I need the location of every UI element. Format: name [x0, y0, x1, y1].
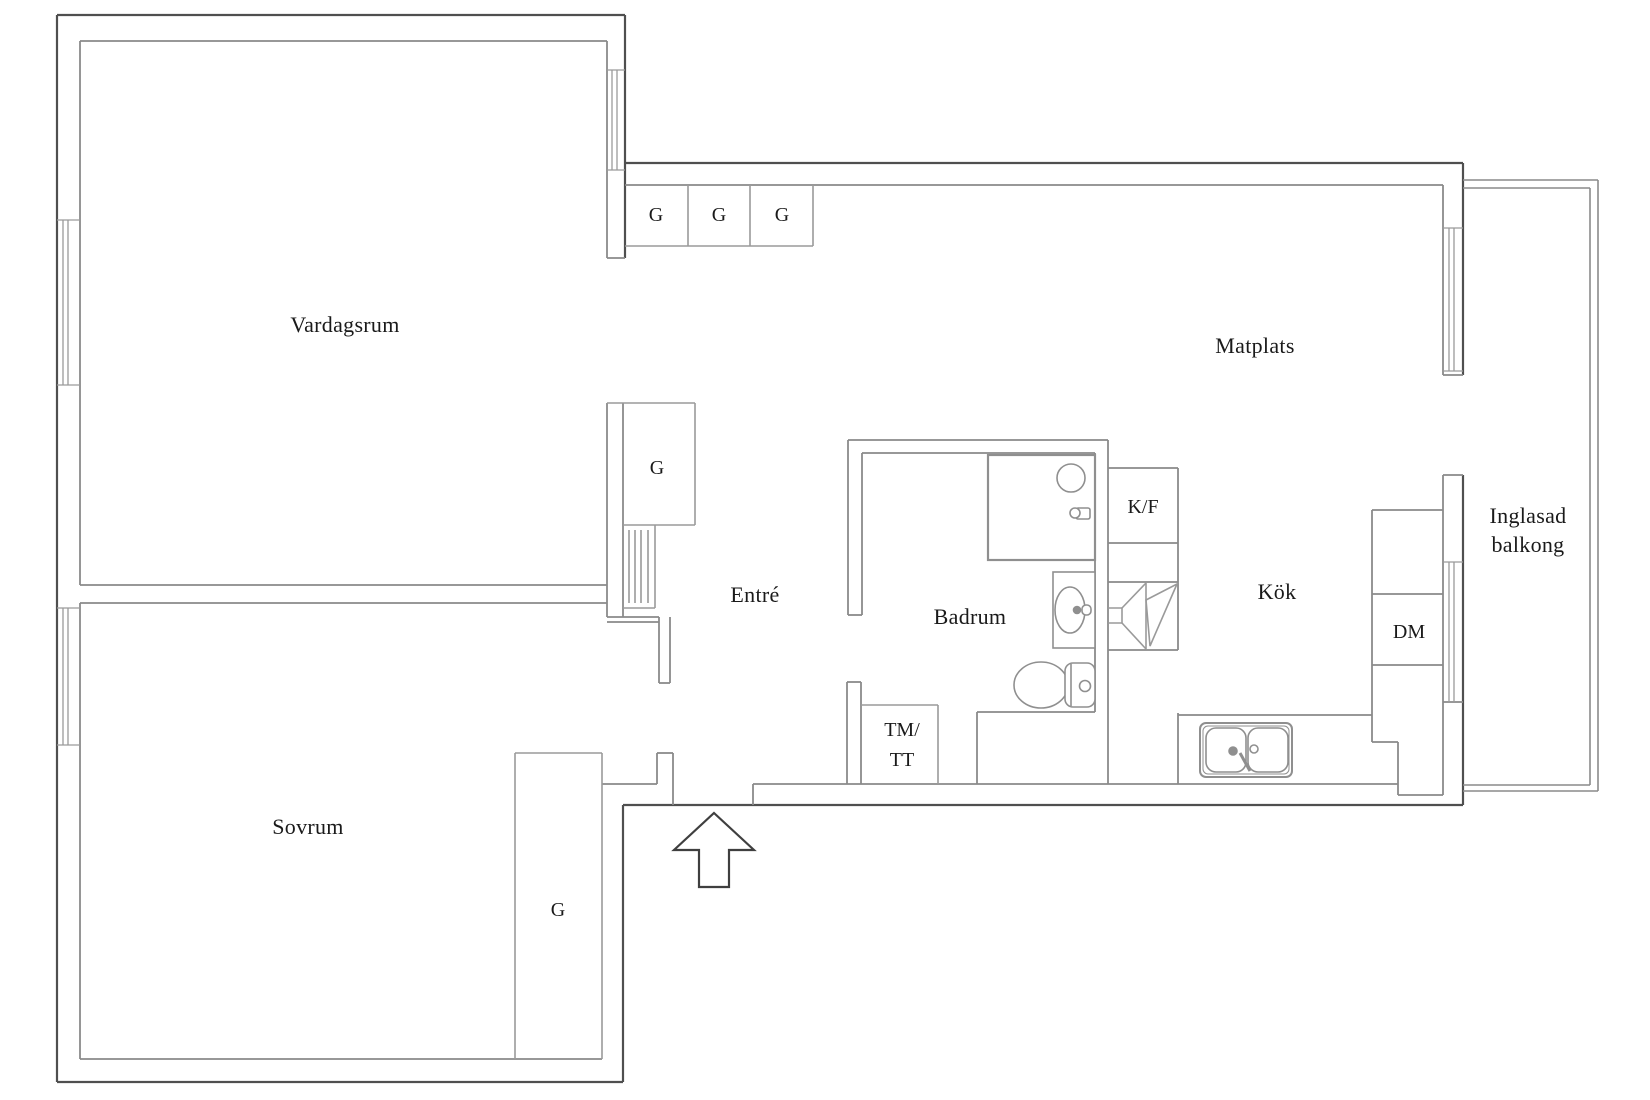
label-washer-line1: TM/ — [884, 719, 920, 741]
label-bathroom: Badrum — [934, 604, 1007, 629]
label-wardrobe-entry: G — [650, 457, 664, 479]
entrance-arrow — [671, 811, 757, 889]
sink-spout-icon — [1238, 752, 1252, 772]
label-balcony-line1: Inglasad — [1490, 503, 1567, 528]
label-fridge-freezer: K/F — [1127, 496, 1158, 518]
label-wardrobe-2: G — [712, 204, 726, 226]
living-left-window — [57, 219, 80, 386]
sink-tap-icon — [1228, 746, 1238, 756]
outer-walls — [55, 13, 1465, 1084]
windows — [57, 69, 1463, 746]
shower-tap-knob-icon — [1069, 507, 1081, 519]
label-wardrobe-3: G — [775, 204, 789, 226]
sink-bowl-right-icon — [1247, 727, 1289, 773]
basin-tap-handle-icon — [1081, 604, 1092, 616]
balcony-walls — [1463, 179, 1599, 792]
bedroom-left-window — [57, 607, 80, 746]
basin-tap-icon — [1072, 605, 1082, 615]
label-dishwasher: DM — [1393, 621, 1425, 643]
labels: Vardagsrum Matplats Inglasad balkong Ent… — [272, 204, 1566, 921]
entrance-arrow-icon — [671, 811, 757, 889]
kitchen-right-window — [1443, 561, 1463, 702]
shower — [986, 453, 1097, 562]
label-wardrobe-1: G — [649, 204, 663, 226]
entry-radiator — [623, 525, 656, 609]
wardrobe-row-top — [625, 185, 814, 247]
kitchen-sink — [1199, 722, 1293, 778]
living-top-right-window — [607, 69, 625, 171]
dining-right-window — [1443, 227, 1463, 372]
washer-dryer-box — [861, 704, 939, 784]
label-bedroom: Sovrum — [272, 814, 343, 839]
units — [514, 185, 1179, 1059]
wardrobe-entry — [607, 402, 696, 526]
label-living-room: Vardagsrum — [290, 312, 399, 337]
label-kitchen: Kök — [1258, 579, 1297, 604]
label-entry: Entré — [730, 582, 779, 607]
washbasin — [1052, 571, 1096, 649]
label-balcony-line2: balkong — [1492, 532, 1565, 557]
shower-drain-icon — [1056, 463, 1086, 493]
label-wardrobe-bedroom: G — [551, 899, 565, 921]
label-washer-line2: TT — [890, 749, 914, 771]
toilet-flush-icon — [1078, 679, 1092, 693]
inner-walls — [79, 40, 1463, 1060]
toilet — [1013, 661, 1096, 709]
wardrobe-bedroom — [514, 752, 603, 1059]
toilet-bowl-icon — [1013, 661, 1069, 709]
kitchen-cabinet-symbol — [1108, 582, 1179, 650]
sink-knob-icon — [1249, 744, 1259, 754]
sink-bowl-left-icon — [1205, 727, 1247, 773]
fixtures — [986, 453, 1293, 778]
label-dining: Matplats — [1215, 333, 1294, 358]
